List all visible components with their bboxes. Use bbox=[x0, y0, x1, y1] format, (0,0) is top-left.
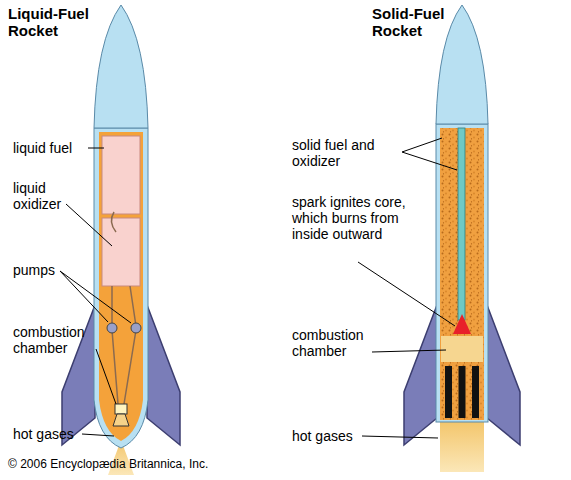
part-label: liquid fuel bbox=[13, 140, 93, 156]
pump bbox=[107, 323, 117, 333]
fuel-pipe bbox=[111, 212, 116, 232]
oxidizer-tank bbox=[102, 218, 140, 286]
copyright-note: © 2006 Encyclopædia Britannica, Inc. bbox=[8, 456, 308, 472]
part-label: liquid oxidizer bbox=[13, 180, 83, 212]
rocket-title: Liquid-Fuel Rocket bbox=[8, 5, 103, 39]
nozzle bbox=[113, 414, 129, 426]
leader-lines bbox=[60, 138, 457, 438]
part-label: combustion chamber bbox=[292, 327, 382, 359]
part-label: hot gases bbox=[13, 426, 83, 442]
part-label: combustion chamber bbox=[13, 324, 103, 356]
solid-propellant bbox=[440, 128, 484, 420]
rocket-interior bbox=[99, 132, 143, 441]
leader-line bbox=[60, 271, 131, 323]
pump bbox=[131, 323, 141, 333]
leader-line bbox=[96, 349, 116, 404]
leader-line bbox=[358, 262, 455, 326]
feed-pipe bbox=[112, 286, 136, 326]
rocket-title: Solid-Fuel Rocket bbox=[372, 5, 467, 39]
rocket-body bbox=[94, 128, 148, 448]
combustion-chamber bbox=[441, 336, 483, 362]
nose-cone bbox=[94, 5, 148, 128]
leader-line bbox=[82, 434, 114, 436]
part-label: spark ignites core, which burns from ins… bbox=[292, 194, 430, 242]
leader-line bbox=[66, 204, 112, 246]
leader-line bbox=[402, 138, 442, 152]
fin bbox=[147, 305, 180, 445]
feed-pipe bbox=[112, 330, 136, 404]
rocket-body bbox=[436, 124, 488, 422]
core bbox=[458, 128, 465, 320]
fin bbox=[487, 305, 520, 445]
leader-line bbox=[362, 436, 438, 438]
fuel-tank bbox=[102, 136, 140, 214]
nozzle-bar bbox=[472, 366, 479, 418]
part-label: solid fuel and oxidizer bbox=[292, 137, 402, 169]
nozzle-bar bbox=[459, 366, 466, 418]
fin bbox=[404, 305, 437, 445]
nose-cone bbox=[436, 5, 488, 124]
leader-line bbox=[372, 350, 446, 352]
leader-line bbox=[88, 148, 104, 149]
part-label: pumps bbox=[13, 262, 73, 278]
leader-line bbox=[60, 271, 108, 322]
leader-line bbox=[402, 152, 457, 170]
spark bbox=[453, 314, 471, 334]
solid-rocket bbox=[404, 5, 520, 472]
part-label: hot gases bbox=[292, 428, 362, 444]
liquid-rocket bbox=[62, 5, 180, 475]
combustion-chamber bbox=[115, 404, 127, 414]
nozzle-bar bbox=[445, 366, 452, 418]
exhaust bbox=[440, 420, 484, 472]
